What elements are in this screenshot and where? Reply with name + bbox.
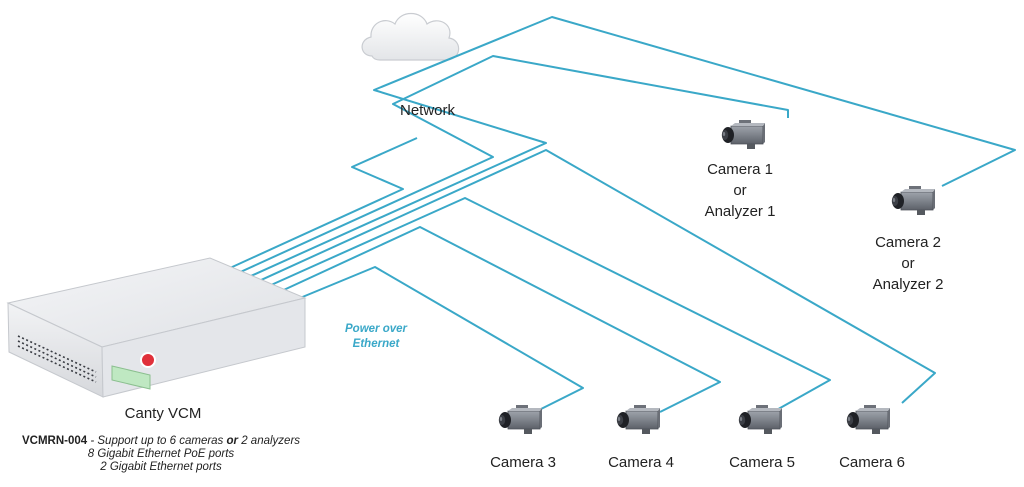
poe-line1: Power over — [345, 323, 407, 335]
poe-label: Power over Ethernet — [336, 322, 416, 352]
product-line3: 2 Gigabit Ethernet ports — [100, 461, 222, 473]
camera-1-icon — [721, 119, 766, 150]
cable-camera-3 — [299, 266, 584, 413]
vent-slots — [17, 335, 97, 383]
port-panel — [111, 365, 151, 390]
camera-2-line2: or — [901, 255, 915, 272]
product-line2: 8 Gigabit Ethernet PoE ports — [87, 448, 235, 460]
cable-camera-5 — [259, 197, 831, 413]
product-desc-prefix: - Support up to 6 cameras — [87, 435, 227, 447]
camera-1-line2: or — [733, 182, 747, 199]
cable-camera-4 — [274, 226, 721, 413]
camera-3-icon — [498, 404, 543, 435]
network-cloud-icon — [361, 12, 460, 61]
device-name: Canty VCM — [124, 405, 202, 422]
product-desc-or: or — [226, 435, 239, 447]
ethernet-cables — [229, 16, 1016, 413]
poe-line2: Ethernet — [352, 338, 400, 350]
camera-4-icon — [616, 404, 661, 435]
camera-1-line3: Analyzer 1 — [704, 203, 776, 220]
camera-3-label: Camera 3 — [490, 454, 556, 471]
camera-2-line1: Camera 2 — [875, 234, 941, 251]
camera-1-line1: Camera 1 — [707, 161, 773, 178]
camera-2-line3: Analyzer 2 — [872, 276, 944, 293]
product-model: VCMRN-004 — [21, 435, 88, 447]
camera-2-label: Camera 2 or Analyzer 2 — [873, 232, 944, 295]
camera-6-icon — [846, 404, 891, 435]
product-desc-suffix: 2 analyzers — [238, 435, 301, 447]
cable-network — [229, 137, 418, 269]
network-label: Network — [400, 102, 456, 119]
cable-camera-1 — [235, 55, 789, 275]
cable-camera-2 — [241, 16, 1016, 281]
vcm-device — [6, 257, 307, 398]
product-description: VCMRN-004 - Support up to 6 cameras or 2… — [0, 435, 322, 474]
product-line1: VCMRN-004 - Support up to 6 cameras or 2… — [0, 435, 322, 448]
camera-6-label: Camera 6 — [839, 454, 905, 471]
camera-1-label: Camera 1 or Analyzer 1 — [705, 159, 776, 222]
camera-4-label: Camera 4 — [608, 454, 674, 471]
camera-2-icon — [891, 185, 936, 216]
camera-5-icon — [738, 404, 783, 435]
cable-camera-6 — [247, 149, 936, 404]
status-led-icon — [140, 352, 156, 368]
camera-5-label: Camera 5 — [729, 454, 795, 471]
